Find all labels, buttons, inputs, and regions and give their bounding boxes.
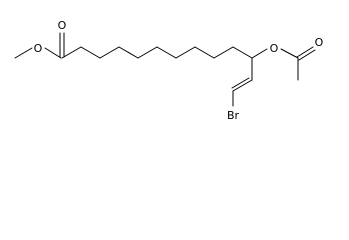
- bond-acetyl-double-2: [298, 49, 316, 61]
- chain-bond: [213, 46, 234, 59]
- chain-bond: [118, 46, 139, 59]
- structural-formula: O O O O Br: [14, 19, 324, 122]
- chain-bond: [232, 46, 253, 59]
- vinyl-bromide-group: [231, 57, 253, 107]
- bond-carbonyl-chain: [61, 46, 82, 59]
- bond-c-o-acetate: [251, 48, 268, 59]
- chain-bond: [80, 46, 101, 59]
- chain-bond: [194, 46, 215, 59]
- bond-o-carbonyl-c: [44, 47, 62, 59]
- atom-label-ester-carbonyl-o: O: [58, 19, 67, 32]
- chain-bond: [99, 46, 120, 59]
- atom-label-bromine: Br: [227, 109, 240, 122]
- alkyl-chain: [80, 46, 253, 59]
- bond-vinyl-double-2: [231, 77, 250, 89]
- chain-bond: [156, 46, 177, 59]
- chain-bond: [175, 46, 196, 59]
- bond-acetyl-double-1: [296, 46, 314, 58]
- acetoxy-group: [251, 46, 316, 81]
- atom-label-acetate-carbonyl-o: O: [315, 36, 324, 49]
- bond-o-acetyl-c: [280, 48, 299, 59]
- bond-methyl-o: [14, 47, 33, 59]
- chain-bond: [137, 46, 158, 59]
- atom-label-ester-o: O: [34, 42, 43, 55]
- bond-vinyl-double-1: [232, 79, 253, 92]
- atom-label-acetate-o: O: [270, 42, 279, 55]
- methyl-ester-group: [14, 32, 82, 59]
